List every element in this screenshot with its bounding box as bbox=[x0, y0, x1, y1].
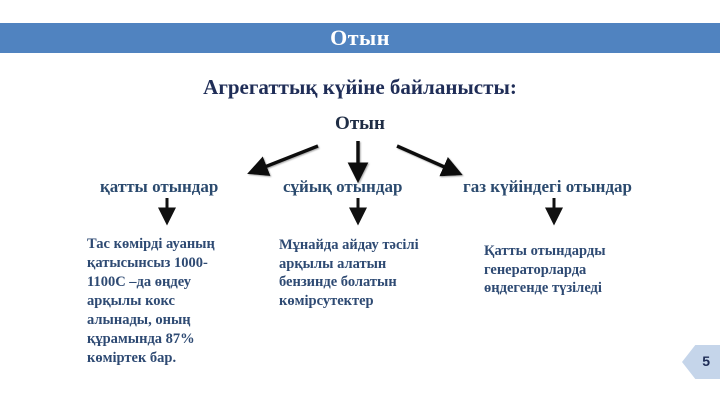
category-gas: газ күйіндегі отындар bbox=[463, 177, 632, 196]
arrow-to-gas-icon bbox=[396, 144, 463, 177]
description-line: алынады, оның bbox=[87, 312, 191, 328]
description-line: 1100С –да өңдеу bbox=[87, 274, 192, 290]
description-line: Қатты отындарды bbox=[484, 243, 606, 259]
description-line: бензинде болатын bbox=[279, 274, 397, 290]
category-liquid: сұйық отындар bbox=[283, 177, 403, 196]
slide-subtitle: Агрегаттық күйіне байланысты: bbox=[203, 75, 517, 99]
description-line: Тас көмірді ауаның bbox=[87, 236, 215, 252]
description-line: көмірсутектер bbox=[279, 292, 374, 309]
description-line: құрамында 87% bbox=[87, 331, 195, 347]
description-solid: Тас көмірді ауаның қатысынсыз 1000- 1100… bbox=[87, 235, 257, 368]
page-number: 5 bbox=[702, 353, 710, 369]
description-line: көміртек бар. bbox=[87, 350, 177, 366]
description-line: арқылы алатын bbox=[279, 255, 387, 272]
title-bar: Отын bbox=[0, 23, 720, 53]
badge-shape bbox=[682, 345, 720, 379]
description-line: генераторларда bbox=[484, 261, 587, 278]
description-gas: Қатты отындарды генераторларда өңдегенде… bbox=[484, 242, 664, 298]
arrow-to-solid-icon bbox=[247, 144, 319, 176]
page-number-badge: 5 bbox=[682, 345, 720, 379]
description-line: қатысынсыз 1000- bbox=[87, 255, 208, 271]
category-solid: қатты отындар bbox=[100, 177, 219, 196]
description-liquid: Мұнайда айдау тәсілі арқылы алатын бензи… bbox=[279, 236, 464, 310]
root-node-label: Отын bbox=[335, 113, 385, 134]
description-line: Мұнайда айдау тәсілі bbox=[279, 237, 419, 253]
description-line: арқылы кокс bbox=[87, 293, 175, 309]
slide-title: Отын bbox=[330, 25, 390, 50]
description-line: өңдегенде түзіледі bbox=[484, 280, 602, 296]
